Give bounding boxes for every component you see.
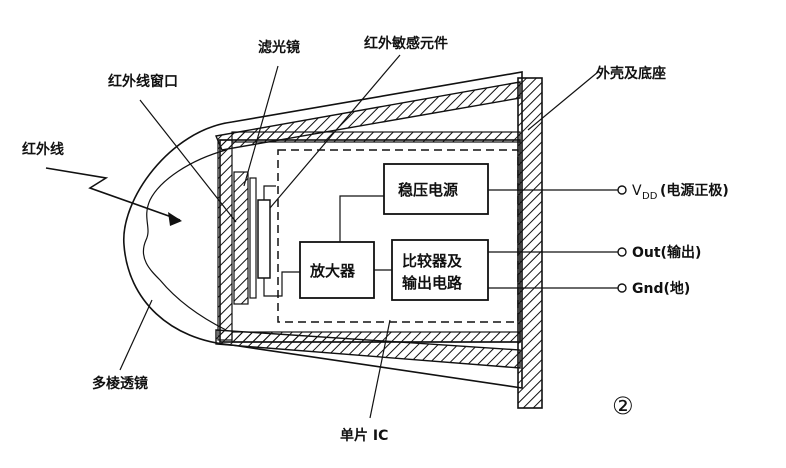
label-sensor: 红外敏感元件 (364, 35, 448, 52)
pin-vdd-label: V DD (电源正极) (632, 182, 729, 202)
regulator-label: 稳压电源 (398, 181, 458, 199)
vdd-main: V (632, 183, 642, 199)
leader-lines (45, 54, 599, 419)
optical-filter (249, 177, 257, 299)
amplifier-block (299, 241, 375, 299)
figure-number: ② (612, 392, 634, 420)
comparator-block (391, 239, 489, 301)
label-ir: 红外线 (22, 141, 64, 158)
label-shell: 外壳及底座 (596, 65, 666, 82)
amplifier-label: 放大器 (309, 262, 356, 280)
ir-sensor-element (257, 185, 300, 297)
vdd-sub: DD (642, 191, 658, 202)
housing-shell (215, 71, 543, 409)
ic-boundary (277, 149, 519, 323)
internal-wiring (339, 185, 627, 293)
pin-gnd-label: Gnd(地) (632, 280, 690, 297)
regulator-block (383, 163, 489, 215)
label-filter: 滤光镜 (258, 39, 300, 56)
pin-out-label: Out(输出) (632, 244, 701, 261)
comparator-label-1: 比较器及 (402, 252, 463, 270)
label-ir-window: 红外线窗口 (108, 73, 178, 90)
ir-window (233, 171, 249, 305)
multi-facet-lens (123, 121, 233, 346)
label-lens: 多棱透镜 (92, 375, 148, 392)
comparator-label-2: 输出电路 (402, 274, 463, 292)
label-ic: 单片 IC (340, 427, 388, 444)
vdd-note: (电源正极) (660, 182, 729, 199)
